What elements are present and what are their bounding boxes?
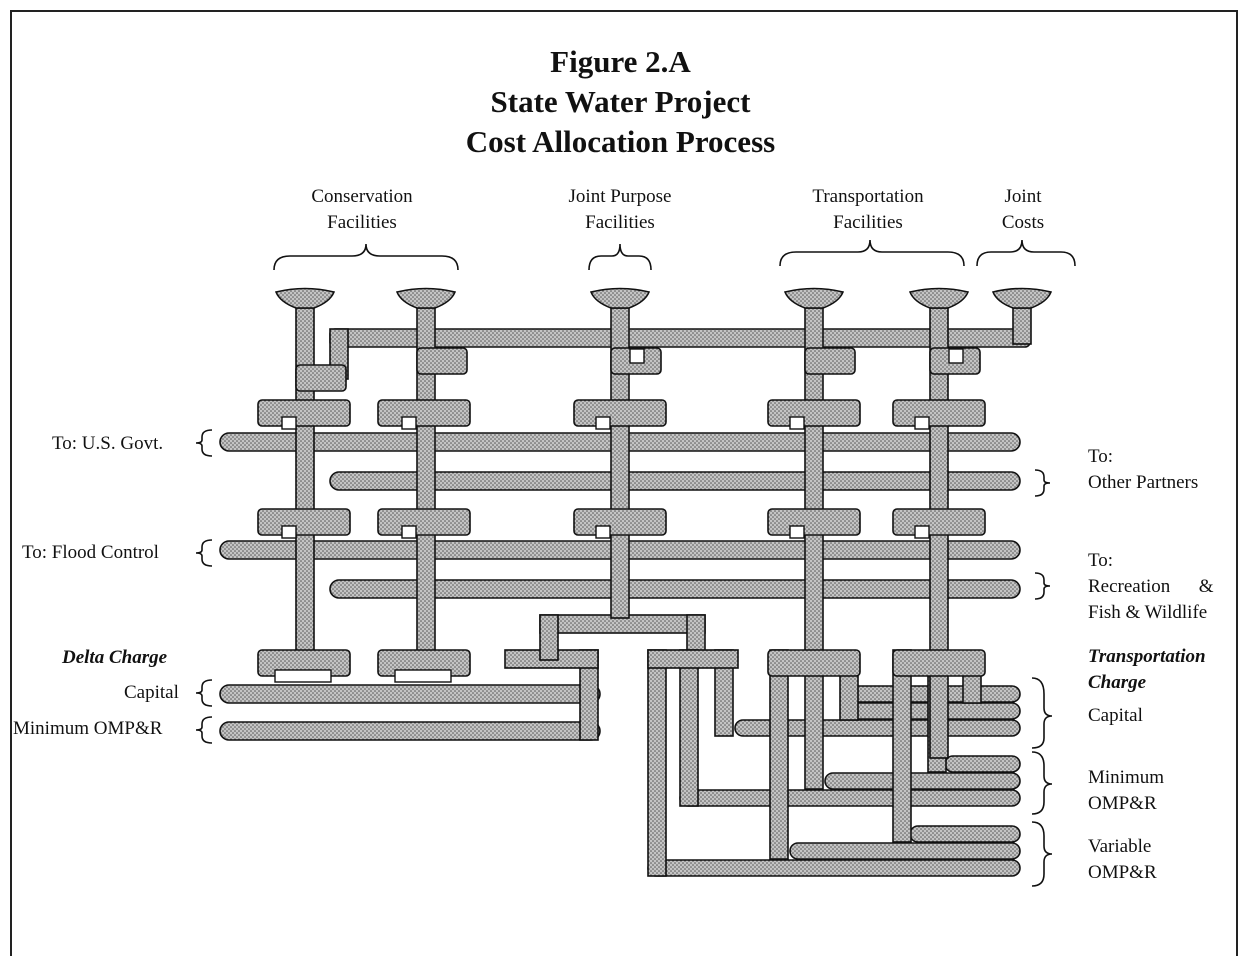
pipe-tc-min-2 (825, 773, 1020, 789)
pipe-tc-min-1 (945, 756, 1020, 772)
brace-joint-costs (977, 240, 1075, 266)
pipe-tc-feed-1 (648, 650, 666, 876)
pipe-tc-feed-4 (770, 650, 788, 859)
pipe-tc-top (648, 650, 738, 668)
brace-right-other-partners (1035, 470, 1050, 496)
brace-transportation (780, 240, 964, 266)
funnel-icon (276, 289, 1051, 309)
brace-right-capital (1032, 678, 1052, 748)
brace-left-min-ompr (196, 717, 212, 743)
pipe-tc-feed-2 (680, 650, 698, 806)
manifold-group-middle (258, 509, 985, 535)
pipe-delta-min-ompr (220, 722, 600, 740)
pipe-tc-var-3 (648, 860, 1020, 876)
brace-left-capital (196, 680, 212, 706)
pipe-tc-feed-7 (893, 650, 911, 842)
brace-conservation (274, 244, 458, 270)
brace-left-flood (196, 540, 212, 566)
pipe-tc-var-1 (910, 826, 1020, 842)
pipe-delta-capital (220, 685, 600, 703)
manifold-group-lower (258, 650, 985, 676)
pipe-jp-bridge-left (540, 615, 558, 660)
brace-joint-purpose (589, 244, 651, 270)
manifold-group-upper (258, 400, 985, 426)
stem-conservation-1 (296, 308, 314, 653)
pipe-tc-min-3 (680, 790, 1020, 806)
stem-joint-costs (1013, 308, 1031, 344)
brace-right-min-ompr (1032, 752, 1052, 814)
brace-right-recreation (1035, 573, 1050, 599)
brace-left-us-govt (196, 430, 212, 456)
brace-right-variable-ompr (1032, 822, 1052, 886)
pipe-tc-feed-5 (805, 660, 823, 789)
pipe-tc-var-2 (790, 843, 1020, 859)
